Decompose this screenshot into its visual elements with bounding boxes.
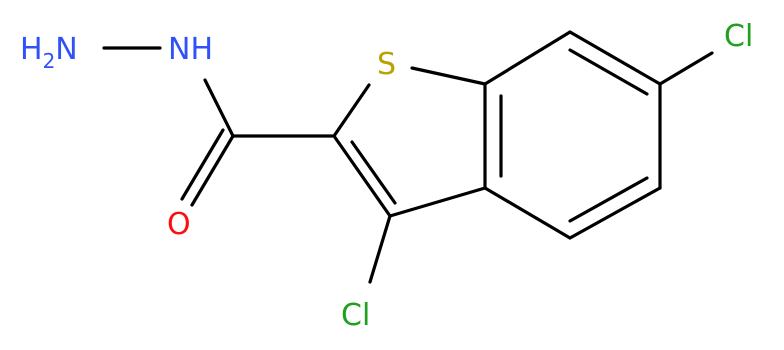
bond-c2-sulfur	[332, 83, 371, 138]
bond-c3-c3a	[388, 186, 487, 218]
bond-c7a-c7	[483, 30, 572, 86]
bond-c4-c3a	[483, 186, 572, 240]
bond-c7-c6-inner	[568, 48, 649, 96]
atom-oxygen: O	[167, 207, 191, 242]
atom-chlorine-bottom: Cl	[341, 298, 370, 333]
bond-sulfur-c7a	[410, 66, 487, 86]
bonds	[102, 30, 714, 284]
amine-subscript: 2	[43, 49, 56, 73]
bond-c2-c3	[332, 134, 392, 218]
bond-c5-c4-inner	[568, 176, 649, 223]
bond-c6-chlorine	[658, 51, 714, 86]
atom-labels: H2N NH O S Cl Cl	[20, 19, 753, 333]
bond-carbonyl-oxygen-2	[180, 128, 225, 201]
amine-hydrogen: H	[20, 32, 43, 67]
bond-c3-chlorine	[368, 214, 392, 284]
atom-imine: NH	[168, 32, 213, 67]
bond-c7-c6	[568, 30, 662, 86]
bond-c5-c4	[568, 186, 662, 240]
atom-sulfur: S	[377, 47, 396, 82]
bond-imine-carbonyl	[203, 78, 235, 138]
atom-amine: H2N	[20, 32, 78, 73]
bond-carbonyl-oxygen-1	[190, 134, 235, 207]
amine-nitrogen: N	[55, 32, 77, 67]
bond-c2-c3-inner	[350, 140, 397, 205]
atom-chlorine-top: Cl	[724, 19, 753, 54]
